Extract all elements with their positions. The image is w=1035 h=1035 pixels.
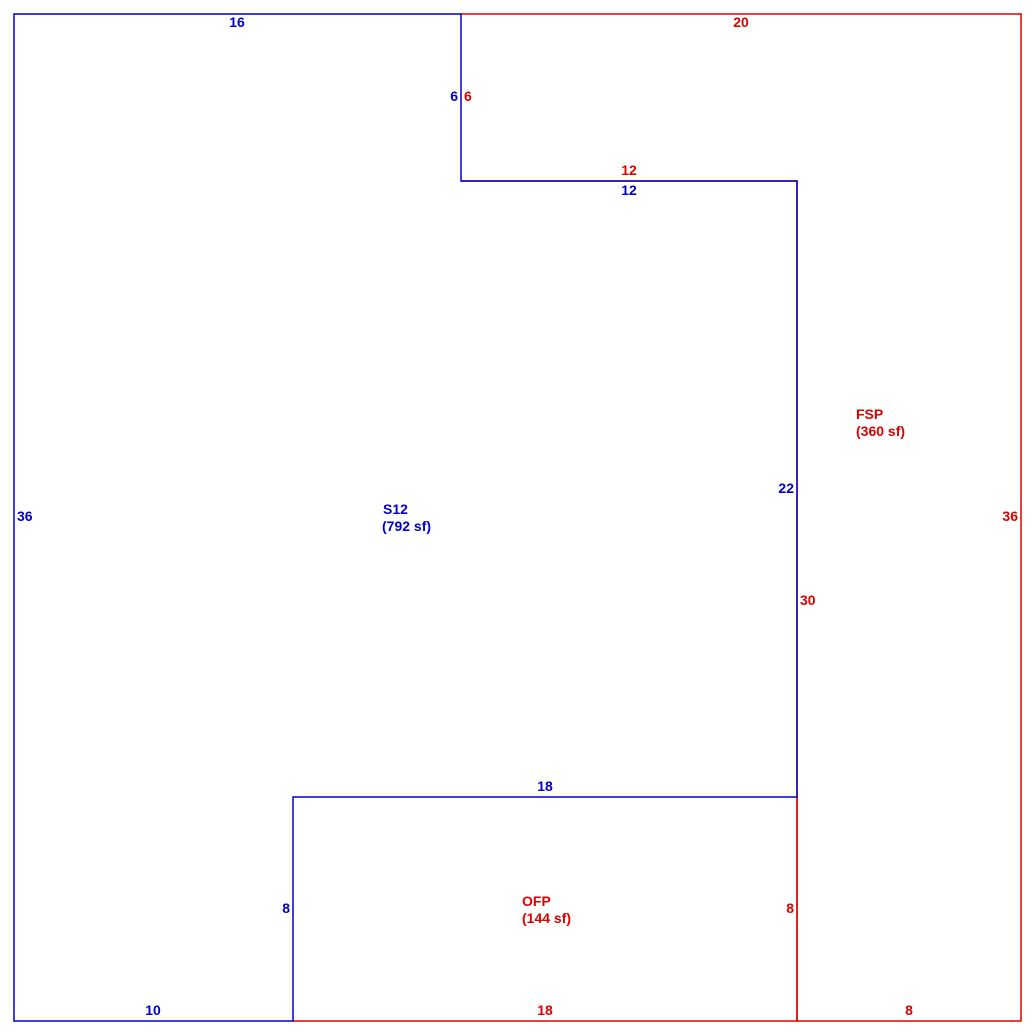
fsp-code-label: FSP <box>856 406 883 422</box>
dim-s12-step-top: 18 <box>537 778 553 794</box>
dim-s12-notch-left: 6 <box>450 88 458 104</box>
fsp-area-label: (360 sf) <box>856 423 905 439</box>
dim-ofp-right: 8 <box>786 900 794 916</box>
s12-area-label: (792 sf) <box>382 518 431 534</box>
dim-s12-notch-bottom: 12 <box>621 182 637 198</box>
dim-s12-left: 36 <box>17 508 33 524</box>
dim-fsp-notch-left: 6 <box>464 88 472 104</box>
ofp-outline <box>293 797 798 1022</box>
dim-fsp-bottom: 8 <box>905 1002 913 1018</box>
dim-fsp-right: 36 <box>1002 508 1018 524</box>
dim-fsp-left: 30 <box>800 592 816 608</box>
s12-outline <box>13 13 798 1022</box>
dim-s12-top: 16 <box>229 14 245 30</box>
ofp-area-label: (144 sf) <box>522 910 571 926</box>
dim-s12-right-upper: 22 <box>778 480 794 496</box>
dim-fsp-notch-top: 12 <box>621 162 637 178</box>
ofp-code-label: OFP <box>522 893 551 909</box>
s12-code-label: S12 <box>383 501 408 517</box>
dim-fsp-top: 20 <box>733 14 749 30</box>
dim-ofp-bottom: 18 <box>537 1002 553 1018</box>
dim-s12-bottom: 10 <box>145 1002 161 1018</box>
dim-s12-step-left: 8 <box>282 900 290 916</box>
